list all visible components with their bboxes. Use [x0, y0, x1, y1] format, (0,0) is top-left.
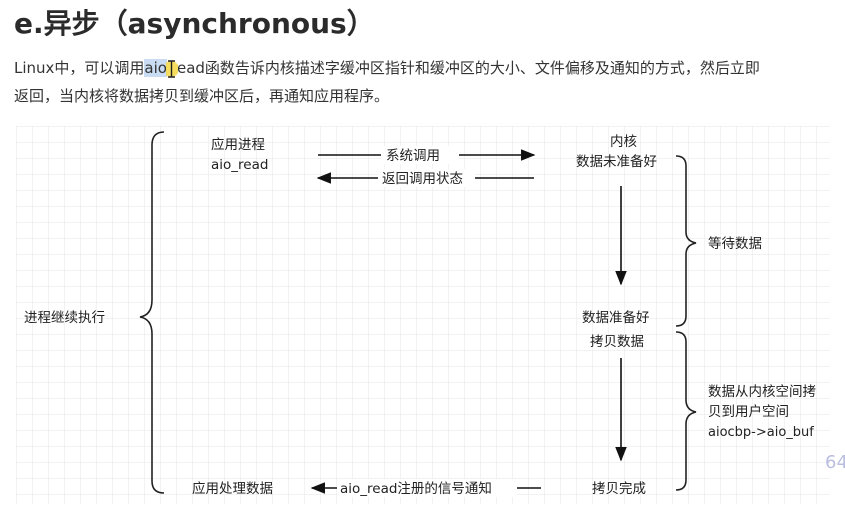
label-copy-desc-2: 贝到用户空间	[708, 403, 789, 420]
label-data-not-ready: 数据未准备好	[576, 153, 657, 170]
label-wait-data: 等待数据	[708, 235, 762, 252]
label-kernel: 内核	[610, 134, 637, 150]
section-heading: e.异步（asynchronous）	[14, 7, 375, 40]
label-copy-data: 拷贝数据	[590, 334, 644, 350]
paragraph-line-2: 返回，当内核将数据拷贝到缓冲区后，再通知应用程序。	[14, 87, 390, 105]
label-syscall: 系统调用	[386, 148, 440, 164]
paragraph-text: Linux中，可以调用	[14, 59, 145, 77]
wait-brace	[675, 155, 697, 327]
label-copy-desc-1: 数据从内核空间拷	[708, 384, 816, 400]
page-number: 64	[825, 452, 845, 473]
label-app-handle-data: 应用处理数据	[192, 480, 273, 497]
copy-brace	[675, 331, 697, 491]
label-copy-desc-3: aiocbp->aio_buf	[708, 425, 814, 440]
label-app-process: 应用进程	[211, 136, 265, 153]
label-aio-read: aio_read	[211, 157, 268, 173]
label-return-status: 返回调用状态	[382, 171, 463, 187]
label-data-ready: 数据准备好	[582, 309, 650, 326]
label-copy-done: 拷贝完成	[592, 481, 646, 497]
left-brace	[139, 131, 165, 494]
label-signal-notify: aio_read注册的信号通知	[340, 480, 492, 497]
paragraph-text: ead函数告诉内核描述字缓冲区指针和缓冲区的大小、文件偏移及通知的方式，然后立即	[176, 59, 760, 77]
label-process-continue: 进程继续执行	[24, 310, 105, 326]
paragraph-line-1: Linux中，可以调用aio ead函数告诉内核描述字缓冲区指针和缓冲区的大小、文…	[14, 54, 844, 82]
selected-text: aio	[144, 59, 167, 77]
